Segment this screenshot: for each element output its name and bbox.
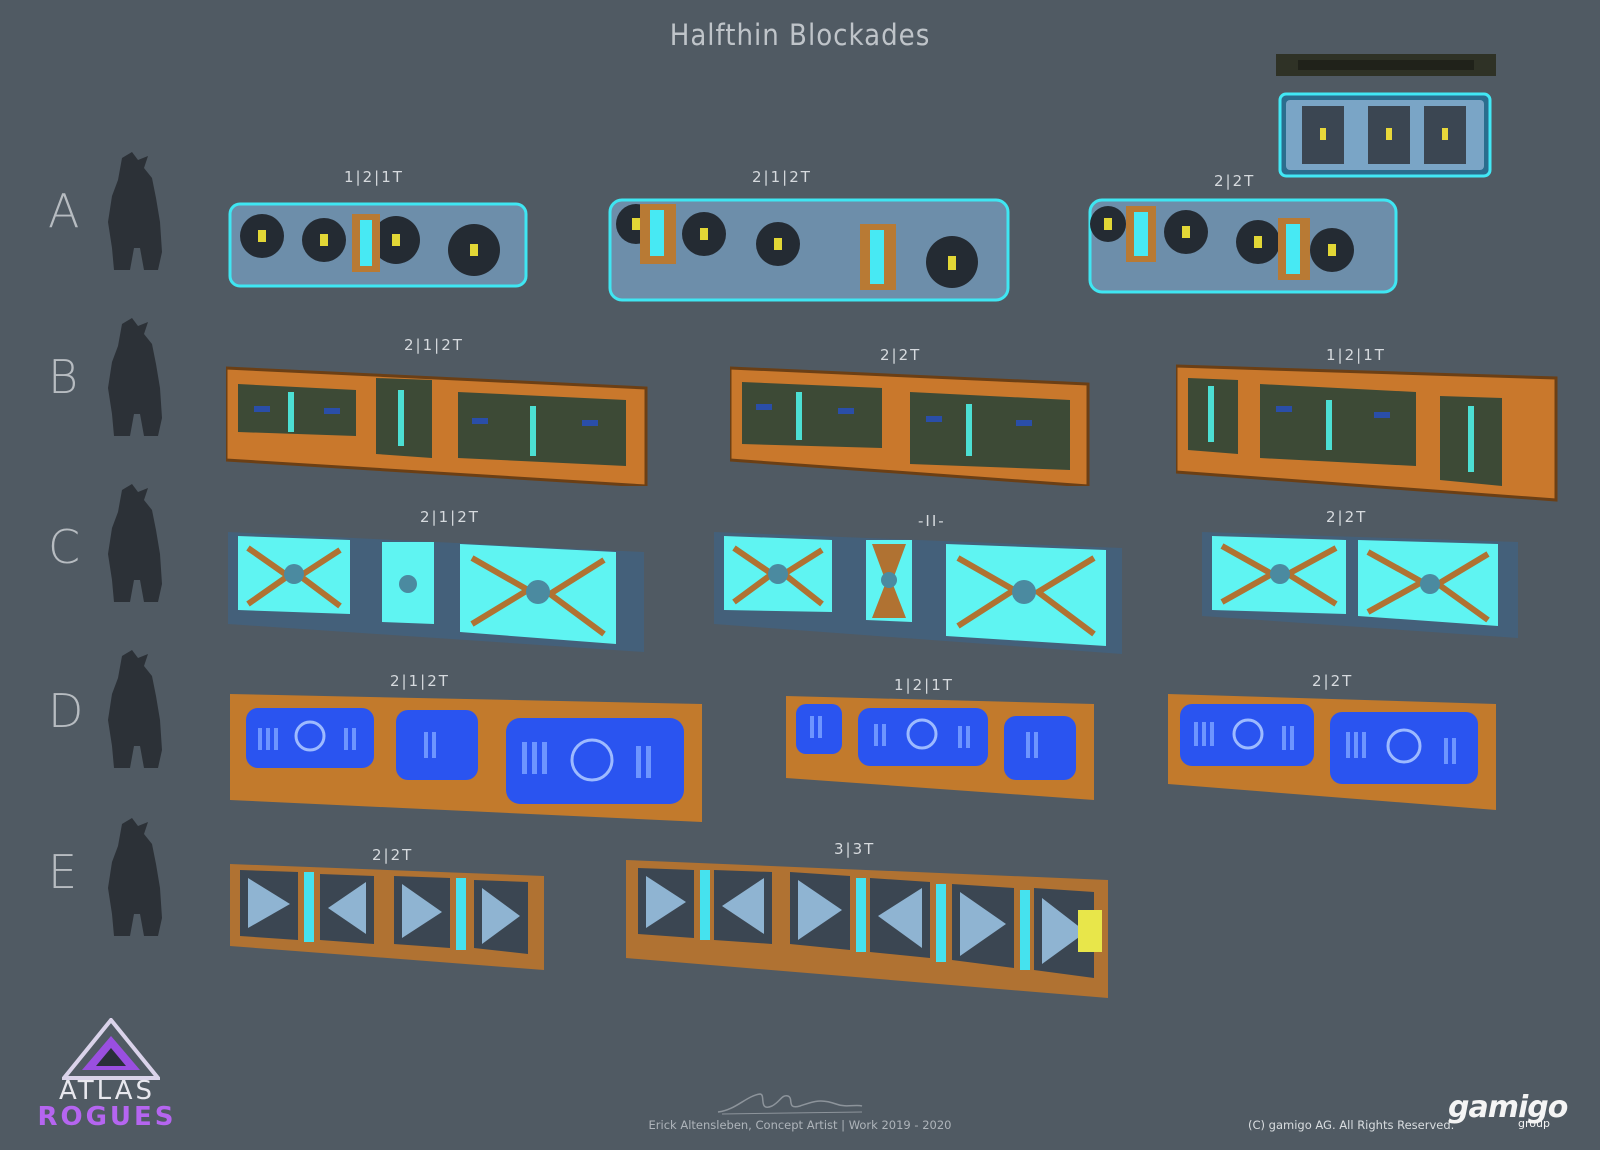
variant-code-c2: -II- (918, 512, 946, 530)
page-title: Halfthin Blockades (669, 18, 931, 52)
blockade-key-icon (1276, 54, 1496, 178)
row-letter-b: B (48, 350, 79, 404)
variant-code-d2: 1|2|1T (894, 676, 954, 694)
character-silhouette (108, 318, 162, 436)
artist-signature (717, 1093, 863, 1115)
logo-atlas-text: ATLAS (58, 1076, 156, 1106)
copyright-notice: (C) gamigo AG. All Rights Reserved. (1248, 1118, 1455, 1132)
variant-code-e2: 3|3T (834, 840, 876, 858)
character-silhouette (108, 152, 162, 270)
row-letter-c: C (48, 520, 81, 574)
row-letter-d: D (48, 684, 84, 738)
artist-credit: Erick Altensleben, Concept Artist | Work… (648, 1118, 952, 1132)
variant-code-c1: 2|1|2T (420, 508, 480, 526)
blockade-d3 (1168, 694, 1496, 810)
character-silhouette (108, 650, 162, 768)
blockade-a1 (228, 202, 528, 288)
variant-code-c3: 2|2T (1326, 508, 1368, 526)
gamigo-logo-text: gamigo (1448, 1090, 1568, 1125)
row-letter-e: E (48, 845, 78, 899)
blockade-d1 (230, 694, 702, 822)
blockade-e1 (230, 864, 544, 970)
variant-code-b2: 2|2T (880, 346, 922, 364)
variant-code-a1: 1|2|1T (344, 168, 404, 186)
variant-code-a3: 2|2T (1214, 172, 1256, 190)
variant-code-b1: 2|1|2T (404, 336, 464, 354)
character-silhouette (108, 484, 162, 602)
blockade-c2 (714, 532, 1122, 654)
variant-code-e1: 2|2T (372, 846, 414, 864)
blockade-b1 (226, 366, 648, 486)
gamigo-group-text: group (1518, 1117, 1550, 1130)
blockade-c3 (1202, 532, 1518, 638)
variant-code-a2: 2|1|2T (752, 168, 812, 186)
variant-code-d1: 2|1|2T (390, 672, 450, 690)
blockade-a3 (1088, 198, 1398, 294)
blockade-b3 (1176, 364, 1558, 502)
blockade-b2 (730, 366, 1090, 486)
character-silhouette (108, 818, 162, 936)
variant-code-d3: 2|2T (1312, 672, 1354, 690)
variant-code-b3: 1|2|1T (1326, 346, 1386, 364)
blockade-a2 (608, 198, 1010, 302)
atlas-rogues-logo-icon (62, 1018, 160, 1080)
logo-rogues-text: ROGUES (37, 1102, 177, 1132)
blockade-d2 (786, 696, 1094, 800)
blockade-e2 (626, 860, 1108, 998)
blockade-c1 (228, 532, 644, 652)
row-letter-a: A (48, 184, 80, 238)
